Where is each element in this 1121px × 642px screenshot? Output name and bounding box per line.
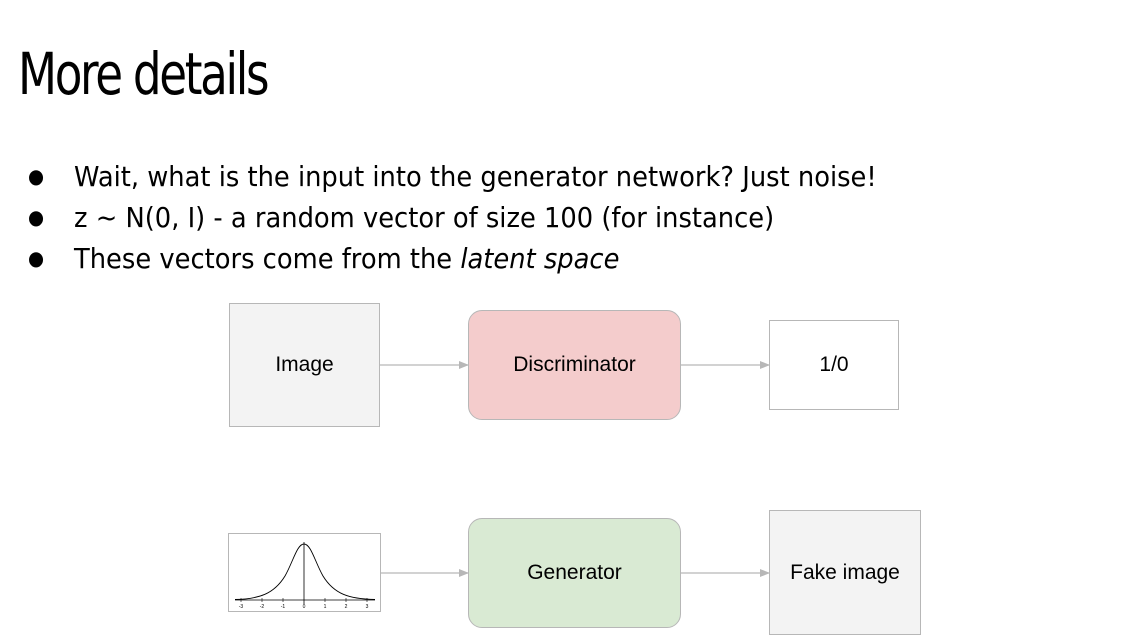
bullet-text-emphasis: latent space [460, 242, 620, 275]
bullet-list: ● Wait, what is the input into the genera… [28, 156, 951, 279]
gaussian-tick-label: 3 [366, 604, 369, 610]
bullet-text: z ~ N(0, I) - a random vector of size 10… [74, 201, 775, 234]
image-box-label: Image [275, 353, 334, 376]
fake-image-box-label: Fake image [790, 560, 900, 584]
gaussian-tick-label: -1 [281, 604, 286, 610]
generator-box-label: Generator [527, 561, 622, 584]
image-box: Image [229, 303, 380, 427]
noise-distribution-box: -3 -2 -1 0 1 2 3 [228, 533, 381, 612]
bullet-text: These vectors come from the [74, 242, 461, 275]
gaussian-tick-label: 0 [303, 604, 306, 610]
bullet-symbol: ● [28, 164, 45, 188]
discriminator-box-label: Discriminator [513, 353, 636, 376]
gaussian-tick-label: 1 [324, 604, 327, 610]
generator-box: Generator [468, 518, 681, 628]
gaussian-tick-label: 2 [345, 604, 348, 610]
bullet-symbol: ● [28, 205, 45, 229]
gaussian-tick-label: -3 [239, 604, 244, 610]
discriminator-box: Discriminator [468, 310, 681, 420]
bullet-item: ● Wait, what is the input into the genera… [28, 156, 877, 197]
slide-title: More details [18, 40, 270, 108]
output-box-label: 1/0 [819, 353, 849, 376]
gaussian-tick-label: -2 [260, 604, 265, 610]
output-box: 1/0 [769, 320, 899, 410]
gaussian-curve-icon: -3 -2 -1 0 1 2 3 [234, 542, 376, 610]
fake-image-box: Fake image [769, 510, 921, 635]
bullet-text: Wait, what is the input into the generat… [74, 160, 877, 193]
bullet-item: ● z ~ N(0, I) - a random vector of size 1… [28, 197, 877, 238]
bullet-symbol: ● [28, 246, 45, 270]
bullet-item: ● These vectors come from the latent spac… [28, 238, 877, 279]
